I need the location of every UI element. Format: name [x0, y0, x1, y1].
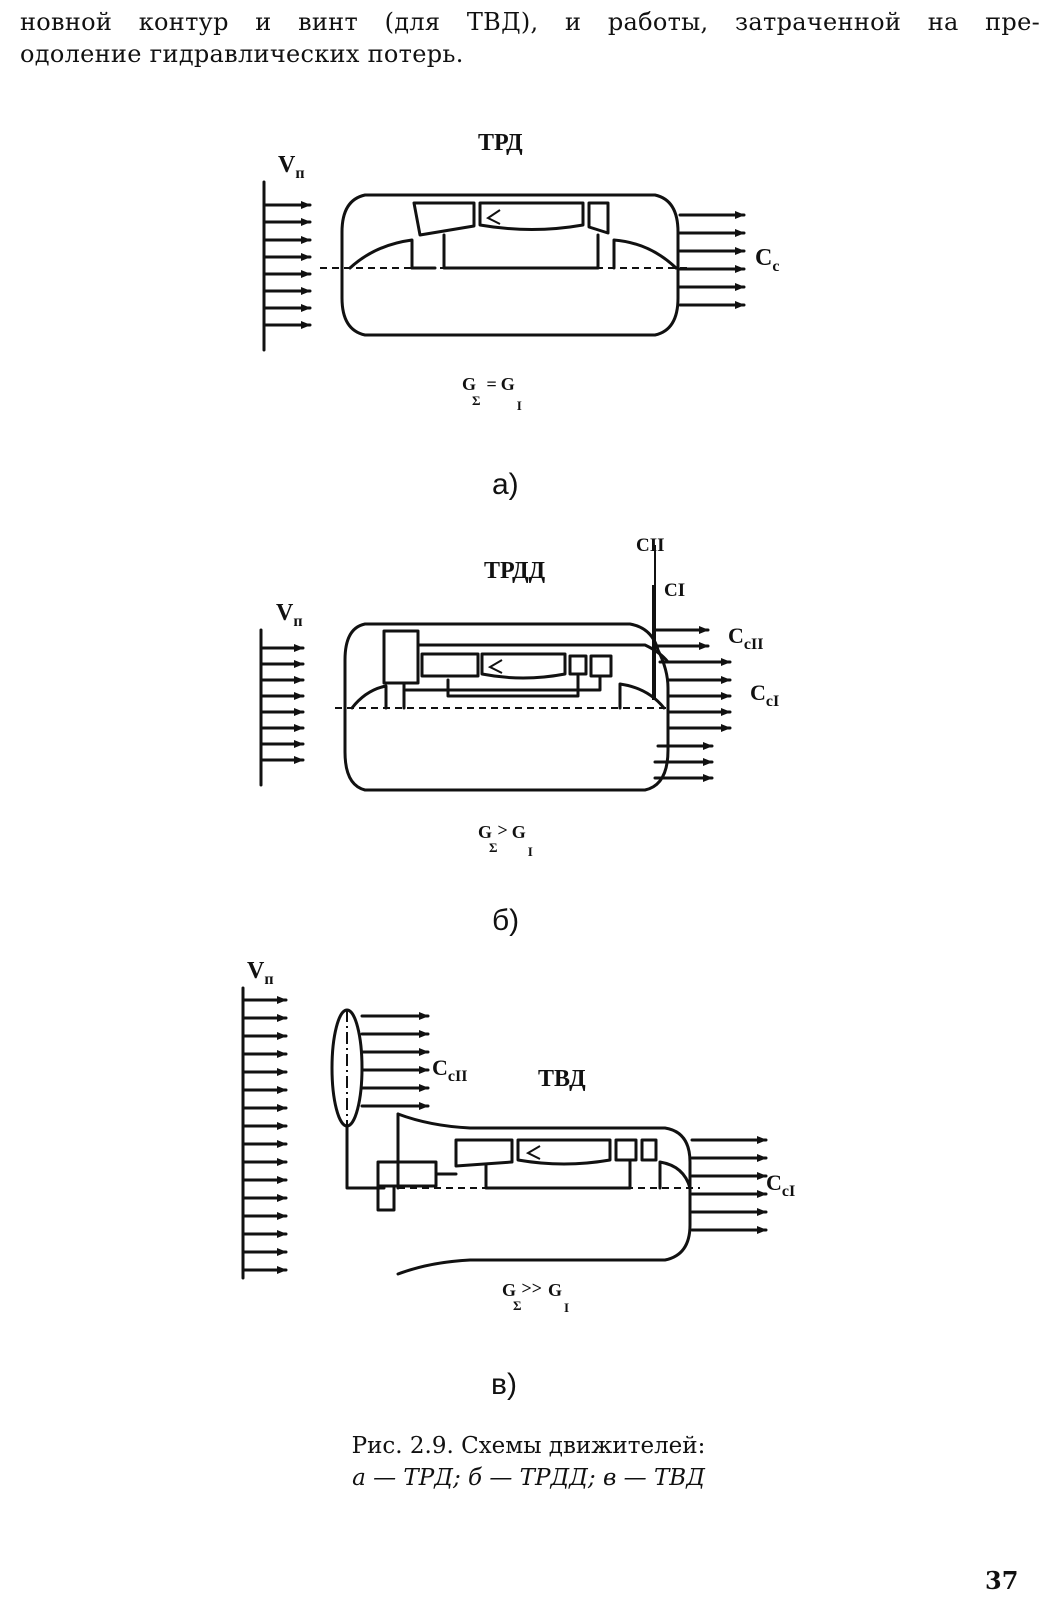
tvd-gearbox-mount: [376, 1184, 396, 1212]
trd-inlet-cone: [348, 238, 414, 270]
intro-paragraph: новной контур и винт (для ТВД), и работы…: [20, 6, 1040, 70]
tvd-compressor: [454, 1138, 514, 1168]
trd-inlet-velocity-label: Vп: [278, 152, 305, 182]
diagram-trd: ТРД Vп Cc G: [262, 130, 779, 501]
trd-shaft: [442, 233, 600, 270]
diagram-tvd: Vп ТВД: [241, 958, 795, 1401]
trd-compressor: [412, 201, 476, 237]
trdd-fan: [382, 629, 420, 685]
intro-line-2: одоление гидравлических потерь.: [20, 40, 464, 68]
tvd-engine-casing: [396, 1112, 692, 1276]
tvd-inlet-arrows: [241, 996, 288, 1274]
trd-exhaust-cone: [612, 238, 678, 270]
trdd-compressor: [420, 652, 480, 678]
trdd-turbine-lp: [589, 654, 613, 678]
trdd-flame-mark: [487, 659, 503, 674]
trdd-contour-inner-label: CI: [664, 580, 685, 601]
trdd-bypass-wall: [416, 643, 670, 664]
tvd-panel-label: в): [491, 1368, 517, 1401]
page-number: 37: [985, 1566, 1019, 1595]
trd-exhaust-arrows: [678, 211, 746, 309]
tvd-turbine-lp: [640, 1138, 658, 1162]
tvd-flame-mark: [525, 1145, 541, 1160]
caption-line-2: а — ТРД; б — ТРДД; в — ТВД: [352, 1465, 705, 1491]
tvd-propeller-arrows: [360, 1012, 430, 1110]
tvd-turbine-hp: [614, 1138, 638, 1162]
trdd-exhaust-outer-label: CcII: [728, 623, 763, 653]
trdd-core-arrows: [653, 676, 732, 782]
trd-engine-label: ТРД: [478, 130, 523, 156]
trdd-panel-label: б): [492, 904, 519, 937]
trdd-turbine-hp: [568, 654, 588, 676]
trd-exhaust-velocity-label: Cc: [755, 245, 779, 275]
tvd-reduction-gearbox: [376, 1160, 438, 1188]
tvd-exhaust-cone: [658, 1160, 692, 1190]
trd-flame-mark: [486, 209, 501, 225]
figure-caption: Рис. 2.9. Схемы движителей: а — ТРД; б —…: [0, 1430, 1057, 1494]
trdd-inlet-velocity-label: Vп: [276, 600, 303, 630]
trdd-exhaust-inner-label: CcI: [750, 680, 779, 710]
trdd-outer-shaft: [404, 674, 602, 692]
trdd-inlet-cone: [350, 684, 388, 710]
trdd-exhaust-cone: [618, 682, 666, 710]
propulsor-schemes-figure: ТРД Vп Cc G: [241, 130, 795, 1401]
tvd-exhaust-velocity-label: CcI: [766, 1170, 795, 1200]
trd-inlet-arrows: [262, 201, 312, 329]
caption-line-1: Рис. 2.9. Схемы движителей:: [351, 1433, 706, 1459]
tvd-combustor: [516, 1138, 612, 1166]
trdd-contour-outer-label: CII: [636, 535, 665, 556]
trd-engine-casing: [340, 193, 680, 337]
tvd-engine-label: ТВД: [538, 1066, 586, 1092]
tvd-propeller-shaft: [345, 1124, 386, 1190]
trd-panel-label: а): [492, 468, 519, 501]
trd-combustor: [478, 201, 585, 231]
intro-line-1: новной контур и винт (для ТВД), и работы…: [20, 8, 1040, 36]
tvd-propeller-velocity-label: CcII: [432, 1055, 467, 1085]
tvd-exhaust-arrows: [690, 1136, 768, 1234]
trdd-engine-label: ТРДД: [484, 558, 546, 584]
trdd-combustor: [480, 652, 567, 680]
diagram-trdd: ТРДД CII CI Vп: [259, 535, 779, 937]
trd-turbine: [587, 201, 610, 235]
trdd-inner-shaft: [446, 674, 580, 698]
trdd-inlet-arrows: [259, 644, 305, 764]
tvd-inlet-velocity-label: Vп: [247, 958, 274, 988]
trdd-bypass-arrows: [653, 626, 732, 666]
